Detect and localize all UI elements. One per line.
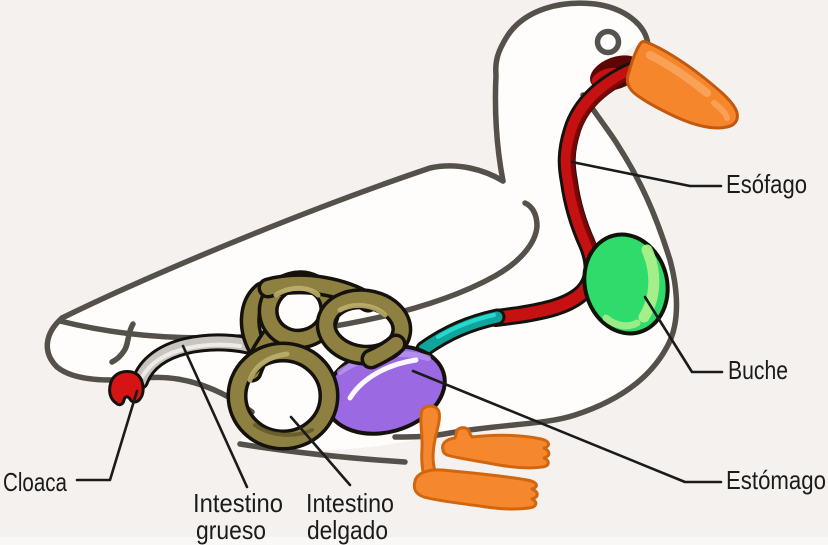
intestino-delgado-leader-line bbox=[289, 415, 352, 487]
front-foot-shape bbox=[412, 468, 539, 511]
coil-highlight1 bbox=[273, 285, 321, 298]
coil-shade1 bbox=[253, 423, 314, 437]
labels: Esófago Buche Estómago Cloaca Intestino … bbox=[3, 169, 826, 545]
beak-highlight bbox=[646, 51, 711, 97]
stomach-white-streak bbox=[347, 357, 419, 401]
beak-shape bbox=[625, 39, 739, 130]
coil-strand3 bbox=[364, 337, 403, 366]
intestino-delgado-label-line1: Intestino bbox=[306, 488, 394, 518]
crop-shape bbox=[582, 232, 670, 336]
intestino-delgado-label-line2: delgado bbox=[307, 515, 388, 545]
neck-and-head-line bbox=[492, 0, 651, 184]
back-foot-shape bbox=[441, 426, 551, 470]
eye-icon bbox=[594, 28, 622, 56]
crop-highlight1 bbox=[638, 244, 660, 323]
bottom-edge-strip bbox=[0, 537, 828, 545]
buche-leader-line bbox=[643, 295, 724, 374]
coil-loop-bottom bbox=[230, 345, 336, 447]
wing-line bbox=[57, 200, 540, 341]
tail-underside-line bbox=[44, 315, 255, 415]
coil-loop-right bbox=[319, 291, 409, 363]
intestino-grueso-label-line1: Intestino bbox=[193, 488, 283, 518]
large-intestine-highlight bbox=[140, 342, 242, 379]
back-line bbox=[59, 163, 506, 321]
esophagus-fill bbox=[490, 64, 639, 324]
tail-feather-line bbox=[109, 321, 136, 365]
crop-highlight2 bbox=[602, 314, 641, 330]
small-intestine-shape bbox=[226, 270, 413, 451]
intestino-grueso-leader-line bbox=[181, 344, 249, 489]
buche-label: Buche bbox=[728, 355, 788, 385]
teal-highlight bbox=[436, 313, 496, 339]
teal-fill bbox=[418, 311, 503, 355]
feet-shape bbox=[412, 404, 551, 511]
estomago-label: Estómago bbox=[726, 465, 826, 495]
beak-body bbox=[625, 39, 739, 130]
coil-highlight3 bbox=[247, 351, 290, 383]
leader-lines bbox=[75, 160, 724, 489]
cloaca-label: Cloaca bbox=[3, 467, 67, 497]
coil-highlight2 bbox=[337, 302, 388, 318]
estomago-leader-line bbox=[411, 369, 723, 484]
cloaca-leader-line bbox=[75, 389, 139, 482]
proventriculus-shape bbox=[415, 308, 506, 358]
intestino-grueso-label-line2: grueso bbox=[196, 515, 266, 545]
esofago-leader-line bbox=[570, 160, 723, 188]
esofago-label: Esófago bbox=[726, 169, 807, 199]
lower-belly-line bbox=[237, 441, 408, 465]
beak-tip-highlight bbox=[711, 100, 730, 121]
